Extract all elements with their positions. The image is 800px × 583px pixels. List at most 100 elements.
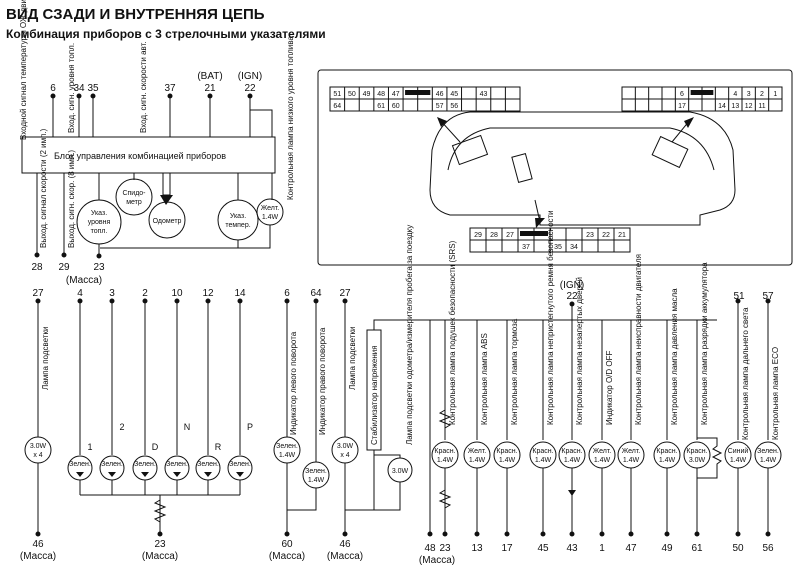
svg-text:Красн.: Красн. <box>532 448 553 455</box>
at-pin-2: 2 <box>142 288 148 299</box>
svg-text:3.0W: 3.0W <box>30 443 47 450</box>
warning-pin: 45 <box>537 543 549 554</box>
at-letter: 1 <box>87 442 92 452</box>
at-pin-3: 3 <box>109 288 115 299</box>
backlight2-label: Лампа подсветки <box>348 327 357 390</box>
odometer-gauge <box>148 201 186 239</box>
warning-lamp-label: Контрольная лампа подушек безопасности (… <box>448 240 457 425</box>
input-speed-label: Вход. сигн. скорости авт. <box>139 41 148 133</box>
connector-view-frame <box>317 69 793 266</box>
connector-pin: 60 <box>392 103 400 110</box>
warning-lamp <box>754 441 782 469</box>
warning-lamp-label: Контрольная лампа непристегнутого ремня … <box>546 210 555 425</box>
warning-lamp <box>653 441 681 469</box>
turn-pin-60: 60 <box>281 539 293 550</box>
svg-text:1.4W: 1.4W <box>623 457 640 464</box>
svg-text:Зелен.: Зелен. <box>134 461 156 468</box>
svg-text:x 4: x 4 <box>33 452 42 459</box>
pin-top-22: 22 <box>244 83 256 94</box>
svg-text:Красн.: Красн. <box>561 448 582 455</box>
pin-top-21: 21 <box>204 83 216 94</box>
right-turn-lamp <box>302 461 330 489</box>
control-unit-label: Блок управления комбинацией приборов <box>54 151 226 161</box>
connector-pin: 11 <box>758 103 765 110</box>
pin-bottom-28: 28 <box>31 262 43 273</box>
connector-pin: 37 <box>522 244 530 251</box>
svg-text:топл.: топл. <box>91 228 108 235</box>
warning-lamp <box>617 441 645 469</box>
svg-text:3.0W: 3.0W <box>392 468 409 475</box>
warning-pin: 47 <box>625 543 637 554</box>
cluster-outline <box>429 111 736 226</box>
left-turn-lamp <box>273 436 301 464</box>
pin-top-6: 6 <box>50 83 56 94</box>
input-fuel-label: Вход. сигн. уровня топл. <box>67 43 76 133</box>
fuel-lamp-label: Контрольная лампа низкого уровня топлива <box>286 36 295 200</box>
warning-pin: 43 <box>566 543 578 554</box>
at-letter: 2 <box>119 422 124 432</box>
at-pin-10: 10 <box>171 288 183 299</box>
warning-pin: 1 <box>599 543 605 554</box>
backlight-pin-27: 27 <box>32 288 44 299</box>
warning-lamp-label: Контрольная лампа ABS <box>480 333 489 425</box>
connector-pin: 46 <box>436 91 444 98</box>
top-mass-label: (Масса) <box>66 275 102 286</box>
backlight2-lamp <box>331 436 359 464</box>
connector-pin: 51 <box>333 91 341 98</box>
connector-pin: 49 <box>363 91 371 98</box>
pin-top-37: 37 <box>164 83 176 94</box>
backlight-label: Лампа подсветки <box>41 327 50 390</box>
ign-label: (IGN) <box>238 71 262 82</box>
warning-pin: 23 <box>439 543 451 554</box>
at-pin-12: 12 <box>202 288 214 299</box>
warning-lamp <box>529 441 557 469</box>
svg-text:Красн.: Красн. <box>656 448 677 455</box>
fuel-level-lamp <box>256 198 284 226</box>
temp-gauge <box>217 199 259 241</box>
svg-text:Красн.: Красн. <box>496 448 517 455</box>
connector-pin: 35 <box>554 244 562 251</box>
at-letter: R <box>215 442 222 452</box>
svg-text:(Масса): (Масса) <box>269 551 305 562</box>
connector-pin: 64 <box>333 103 341 110</box>
svg-text:Зелен.: Зелен. <box>166 461 188 468</box>
svg-text:3.0W: 3.0W <box>689 457 706 464</box>
connector-pin: 50 <box>348 91 356 98</box>
warning-lamp-label: Контрольная лампа разрядки аккумулятора <box>700 262 709 425</box>
connector-pin: 48 <box>377 91 385 98</box>
svg-text:Желт.: Желт. <box>622 448 641 455</box>
backlight2-pin-27: 27 <box>339 288 351 299</box>
warning-pin: 61 <box>691 543 703 554</box>
svg-text:x 4: x 4 <box>340 452 349 459</box>
warning-lamp-label: Контрольная лампа давления масла <box>670 288 679 425</box>
svg-text:Указ.: Указ. <box>91 210 107 217</box>
warning-lamp <box>493 441 521 469</box>
svg-text:Красн.: Красн. <box>434 448 455 455</box>
connector-pin: 14 <box>718 103 726 110</box>
svg-text:(Масса): (Масса) <box>142 551 178 562</box>
connector-pin: 61 <box>377 103 385 110</box>
backlight-lamp <box>24 436 52 464</box>
svg-text:1.4W: 1.4W <box>730 457 747 464</box>
warning-lamp-label: Контрольная лампа тормоза <box>510 318 519 425</box>
connector-pin: 28 <box>490 232 498 239</box>
svg-text:Синий: Синий <box>728 447 749 455</box>
at-letter: D <box>152 442 159 452</box>
connector-pin: 17 <box>678 103 686 110</box>
connector-pin: 1 <box>773 91 777 98</box>
bottom-ign-label: (IGN) <box>560 280 584 291</box>
pin-top-35: 35 <box>87 83 99 94</box>
connector-pin: 27 <box>506 232 514 239</box>
svg-text:Зелен.: Зелен. <box>305 468 327 475</box>
svg-text:Желт.: Желт. <box>468 448 487 455</box>
warning-pin: 48 <box>424 543 436 554</box>
svg-text:1.4W: 1.4W <box>279 452 296 459</box>
svg-text:Одометр: Одометр <box>153 218 182 225</box>
at-pin-4: 4 <box>77 288 83 299</box>
srs-mass-label: (Масса) <box>419 555 455 566</box>
svg-text:1.4W: 1.4W <box>659 457 676 464</box>
warning-pin: 56 <box>762 543 774 554</box>
svg-text:1.4W: 1.4W <box>535 457 552 464</box>
backlight-pin-46: 46 <box>32 539 44 550</box>
connector-pin: 57 <box>436 103 444 110</box>
